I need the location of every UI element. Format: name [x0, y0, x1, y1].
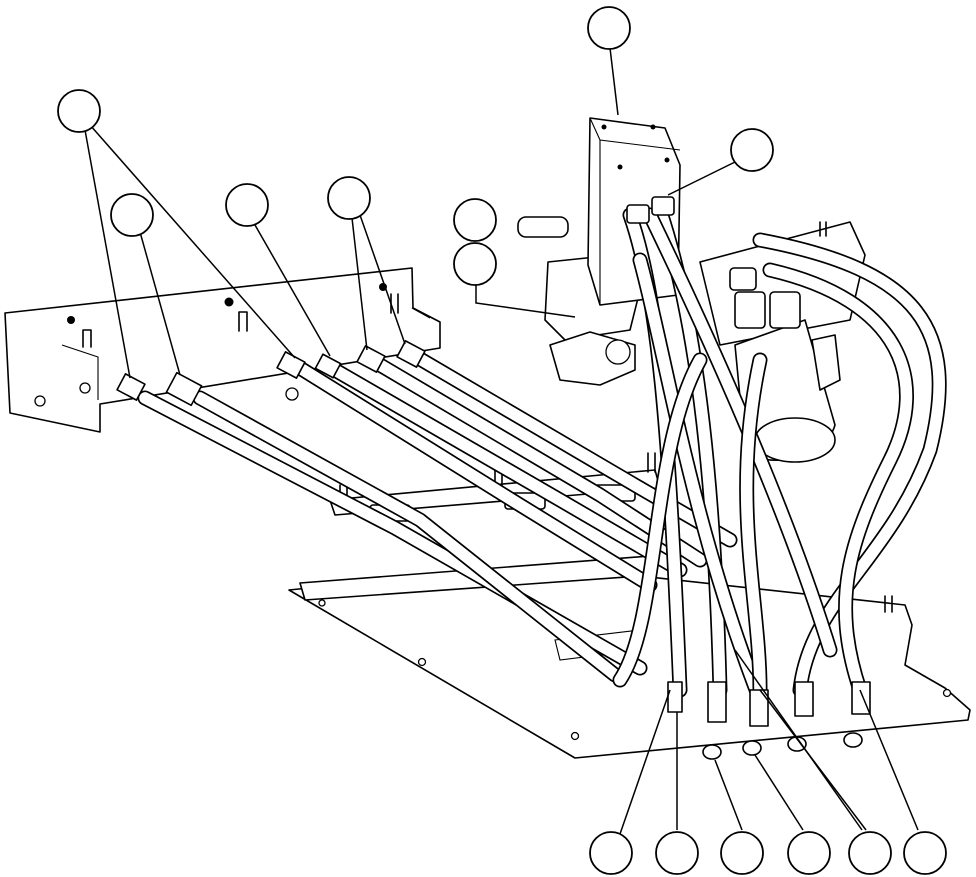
bottom-fittings	[626, 196, 871, 760]
left-mounting-plate	[4, 267, 441, 433]
callout-bubble[interactable]	[587, 6, 631, 50]
callout-bubble[interactable]	[327, 176, 371, 220]
callout-bubble[interactable]	[720, 831, 764, 875]
callout-bubble[interactable]	[589, 831, 633, 875]
callout-bubble[interactable]	[903, 831, 947, 875]
callout-bubble[interactable]	[453, 242, 497, 286]
callout-bubble[interactable]	[655, 831, 699, 875]
callout-bubble[interactable]	[110, 193, 154, 237]
callout-bubble[interactable]	[848, 831, 892, 875]
callout-bubble[interactable]	[57, 89, 101, 133]
callout-bubbles	[57, 6, 947, 875]
hose-end-fittings	[116, 340, 426, 407]
callout-bubble[interactable]	[787, 831, 831, 875]
vertical-hoses	[612, 202, 947, 708]
callout-bubble[interactable]	[225, 183, 269, 227]
pump-motor	[699, 221, 866, 463]
callout-bubble[interactable]	[730, 128, 774, 172]
callout-bubble[interactable]	[453, 198, 497, 242]
